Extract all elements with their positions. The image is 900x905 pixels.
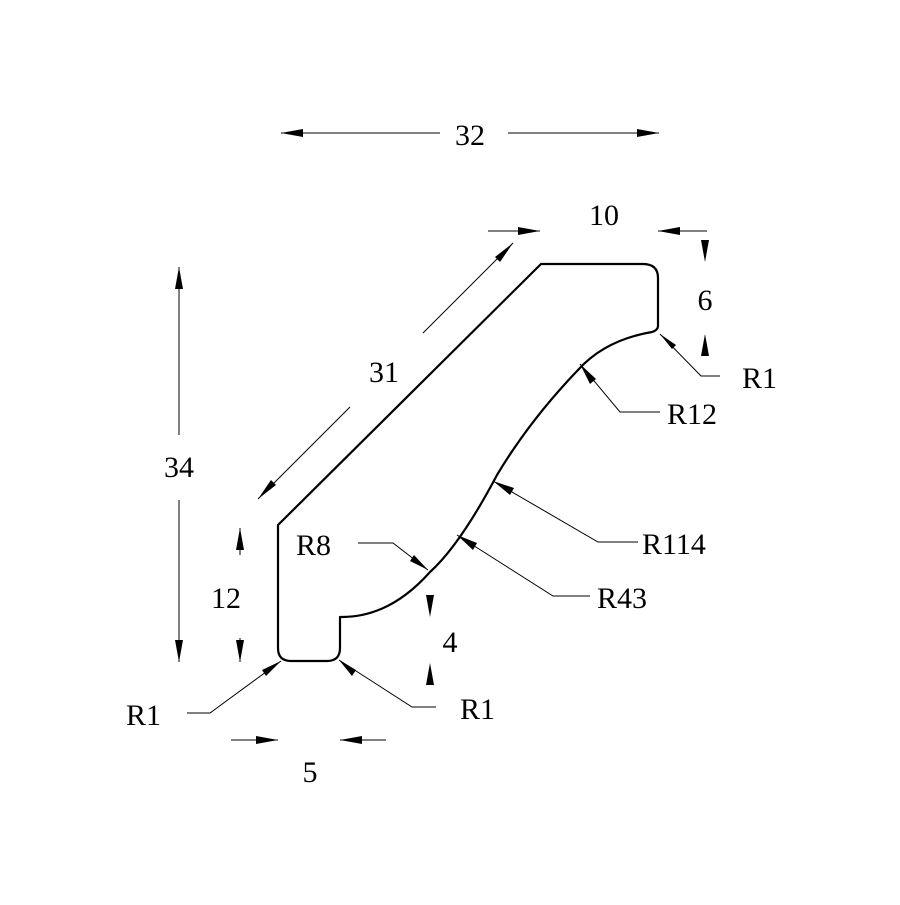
- dimension-label-top-width: 10: [589, 199, 619, 232]
- dimension-top-width: 10: [488, 199, 707, 235]
- molding-profile-outline: [276, 262, 660, 663]
- radius-callout-bottom-cove: R8: [296, 529, 429, 571]
- radius-label-bottom-right: R1: [460, 693, 495, 726]
- dimension-overall-width: 32: [281, 119, 659, 152]
- radius-callout-bottom-left: R1: [126, 660, 282, 732]
- dimension-slope-length: 31: [257, 242, 514, 500]
- dimension-label-overall-width: 32: [455, 119, 485, 152]
- radius-callout-lower-curve: R43: [456, 534, 647, 615]
- dimension-label-right-height: 6: [698, 284, 713, 317]
- dimension-bottom-width: 5: [231, 736, 386, 789]
- radius-callout-bottom-right: R1: [338, 659, 495, 726]
- dimension-label-left-height: 12: [211, 582, 241, 615]
- radius-callout-top-right: R1: [659, 333, 777, 395]
- dimension-left-height: 12: [211, 528, 244, 662]
- radius-label-lower-curve: R43: [597, 582, 647, 615]
- dimension-label-slope-length: 31: [369, 356, 399, 389]
- radius-label-main-curve: R114: [642, 528, 706, 561]
- dimension-label-overall-height: 34: [164, 451, 194, 484]
- radius-callout-main-curve: R114: [492, 480, 706, 561]
- radius-label-bottom-left: R1: [126, 699, 161, 732]
- dimension-overall-height: 34: [164, 267, 194, 662]
- dimension-label-bottom-width: 5: [303, 756, 318, 789]
- dimension-right-height: 6: [698, 240, 713, 356]
- radius-label-top-right: R1: [742, 362, 777, 395]
- radius-callout-upper-cove: R12: [579, 363, 717, 431]
- radius-label-upper-cove: R12: [667, 398, 717, 431]
- radius-label-bottom-cove: R8: [296, 529, 331, 562]
- dimension-step-height: 4: [426, 595, 458, 685]
- dimension-label-step-height: 4: [443, 626, 458, 659]
